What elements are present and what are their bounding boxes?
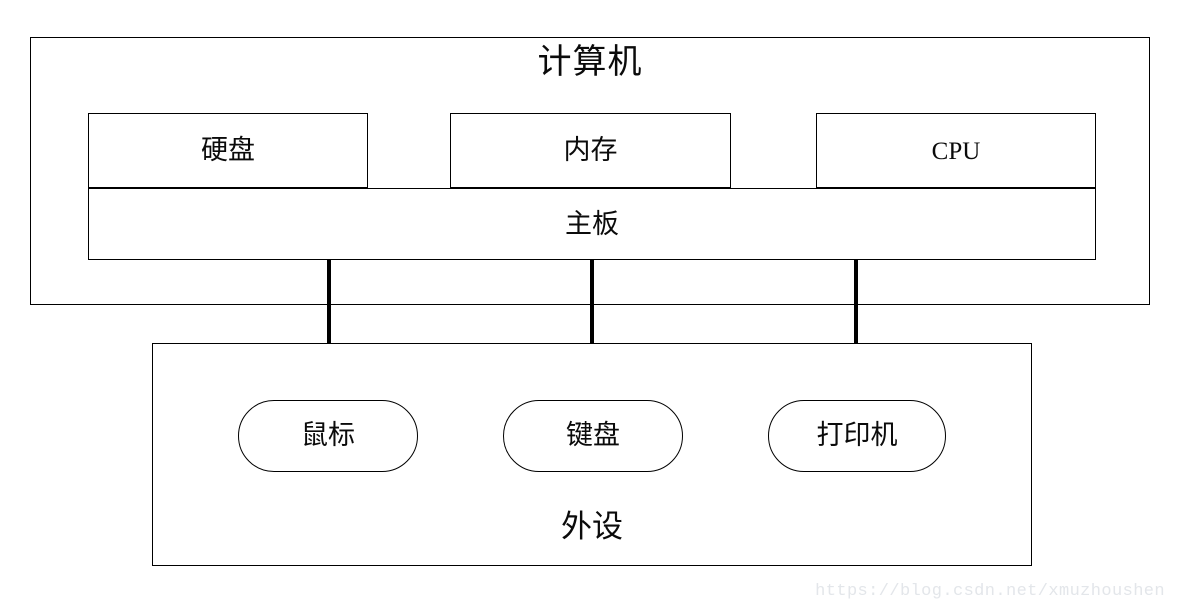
memory-box: [450, 113, 731, 188]
connector-mainboard-to-mouse: [327, 259, 331, 403]
watermark-text: https://blog.csdn.net/xmuzhoushen: [815, 582, 1165, 601]
mainboard-box: [88, 188, 1096, 260]
mouse-label: 鼠标: [301, 419, 355, 450]
computer-title-label: 计算机: [537, 44, 643, 81]
peripherals-title-label: 外设: [561, 509, 623, 544]
keyboard-label: 键盘: [566, 419, 620, 450]
memory-label: 内存: [563, 135, 618, 165]
connector-mainboard-to-keyboard: [590, 259, 594, 403]
printer-node: 打印机: [768, 400, 946, 472]
printer-label: 打印机: [816, 419, 898, 450]
disk-label: 硬盘: [201, 135, 255, 165]
mainboard-label: 主板: [565, 209, 619, 239]
disk-box: [88, 113, 368, 188]
connector-mainboard-to-printer: [854, 259, 858, 403]
cpu-box: [816, 113, 1096, 188]
keyboard-node: 键盘: [503, 400, 683, 472]
cpu-label: CPU: [931, 138, 981, 165]
mouse-node: 鼠标: [238, 400, 418, 472]
